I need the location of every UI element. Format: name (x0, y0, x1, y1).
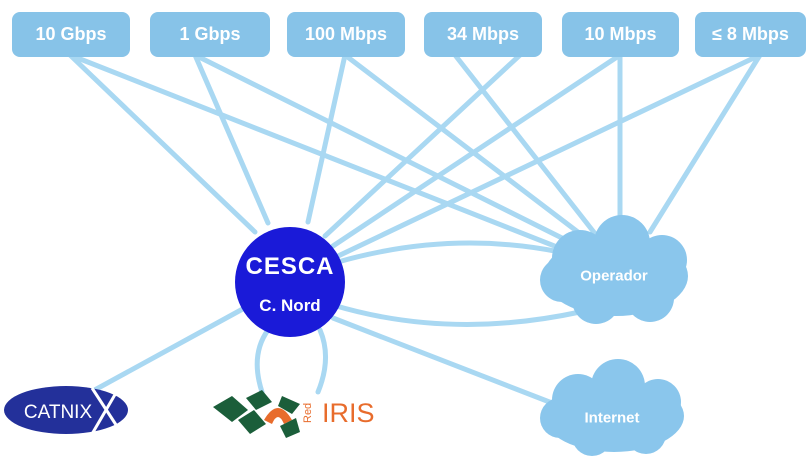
line-1gbps-hub (192, 52, 271, 226)
line-10mbps-hub (330, 52, 623, 249)
operator-label: Operador (580, 267, 648, 285)
line-100mbps-hub (305, 52, 348, 225)
speed-box-100mbps: 100 Mbps (287, 12, 405, 57)
line-10gbps-operator (67, 52, 588, 261)
connection-lines (67, 52, 763, 411)
cesca-node-label: C. Nord (259, 296, 321, 315)
cesca-logo-text: CESCA (245, 253, 335, 280)
line-hub-rediris-left (254, 327, 271, 395)
line-34mbps-hub (322, 52, 523, 239)
line-10gbps-hub (67, 52, 258, 235)
catnix-logo-text: CATNIX (24, 402, 93, 423)
speed-box-8mbps: ≤ 8 Mbps (695, 12, 806, 57)
line-8mbps-operator (647, 52, 763, 235)
rediris-emblem (213, 390, 300, 438)
line-100mbps-operator (342, 52, 598, 248)
line-hub-operator-bottom (330, 302, 583, 327)
internet-label: Internet (584, 409, 640, 427)
line-34mbps-operator (452, 52, 603, 243)
line-1gbps-operator (192, 52, 585, 251)
catnix-logo: CATNIX (4, 385, 128, 435)
cesca-hub (235, 227, 345, 337)
speed-box-1gbps: 1 Gbps (150, 12, 270, 57)
operator-cloud (540, 215, 688, 324)
internet-cloud (540, 359, 684, 456)
line-hub-internet (330, 315, 568, 411)
line-hub-catnix (77, 302, 253, 401)
line-hub-operator-top (335, 240, 563, 265)
rediris-red-text: Red (302, 402, 314, 423)
speed-box-34mbps: 34 Mbps (424, 12, 542, 57)
line-hub-rediris-right (315, 327, 329, 395)
rediris-iris-text: IRIS (322, 398, 375, 428)
line-8mbps-hub (333, 52, 763, 260)
speed-box-10mbps: 10 Mbps (562, 12, 679, 57)
speed-box-10gbps: 10 Gbps (12, 12, 130, 57)
